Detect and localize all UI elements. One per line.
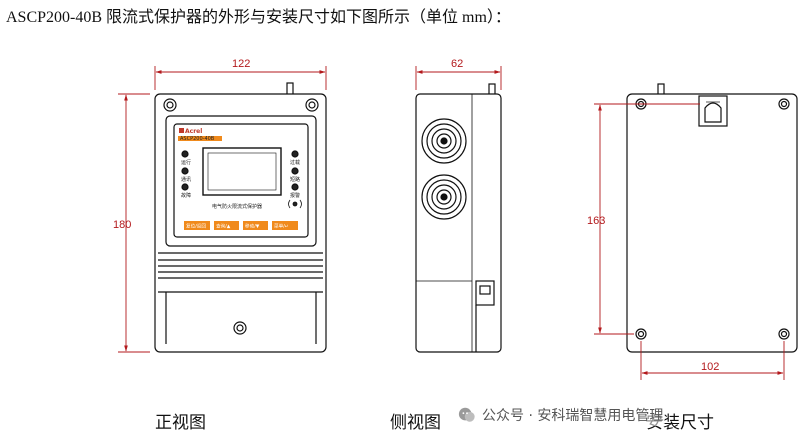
corner-screw-icon [305, 98, 319, 112]
indicator-label: 通讯 [181, 176, 191, 183]
front-view-caption: 正视图 [155, 413, 206, 432]
watermark: 公众号 · 安科瑞智慧用电管理 [456, 404, 666, 426]
led-indicator-icon [291, 150, 299, 158]
led-indicator-icon [291, 183, 299, 191]
key-label: 复位/返回 [186, 223, 206, 230]
buzzer-icon [288, 199, 302, 209]
indicator-label: 故障 [181, 192, 191, 199]
mount-hole-icon [635, 328, 647, 340]
page-heading: ASCP200-40B 限流式保护器的外形与安装尺寸如下图所示（单位 mm）： [6, 9, 511, 26]
key-menu [272, 221, 298, 230]
vent-icon [421, 174, 467, 220]
key-label: 移动/▼ [245, 223, 260, 230]
dimension-height-label: 180 [113, 219, 131, 231]
indicator-label: 短路 [290, 176, 300, 183]
led-indicator-icon [291, 167, 299, 175]
model-tag: ASCP200-40B [180, 136, 215, 142]
lcd-display [202, 147, 282, 196]
key-query [214, 221, 239, 230]
vent-icon [421, 118, 467, 164]
front-dimensions [118, 66, 327, 353]
front-inner-frame [165, 115, 317, 247]
dimension-mount-height-label: 163 [587, 215, 605, 227]
key-reset [184, 221, 210, 230]
mount-screw-icon [778, 98, 790, 110]
indicator-label: 报警 [290, 192, 300, 199]
side-view [415, 83, 502, 353]
indicator-label: 运行 [181, 159, 191, 166]
seal-screw-icon [233, 321, 247, 335]
side-top-connector [488, 83, 496, 96]
key-move [243, 221, 268, 230]
panel-labels: Acrel ASCP200-40B 运行 通讯 故障 过载 短路 报警 电气防火… [178, 128, 300, 230]
dimension-depth-label: 62 [451, 58, 463, 70]
dimension-mount-width-label: 102 [701, 361, 719, 373]
indicator-label: 过载 [290, 159, 300, 166]
hang-hole-icon [698, 95, 728, 127]
corner-screw-icon [163, 98, 177, 112]
led-indicator-icon [181, 167, 189, 175]
side-view-caption: 侧视图 [390, 413, 441, 432]
side-dimensions [415, 66, 502, 90]
mount-body-outline [626, 93, 798, 353]
front-top-connector [286, 82, 294, 96]
mount-top-tab [657, 83, 665, 96]
key-label: 查询/▲ [216, 223, 231, 230]
mount-view [626, 83, 798, 353]
wechat-icon [458, 407, 475, 422]
mount-hole-icon [778, 328, 790, 340]
front-view [154, 82, 327, 353]
product-name: 电气防火限流式保护器 [212, 203, 262, 210]
key-label: 菜单/↵ [274, 223, 289, 230]
side-bottom-clip [475, 280, 495, 306]
mount-dimensions [594, 103, 785, 380]
watermark-text: 公众号 · 安科瑞智慧用电管理 [482, 408, 664, 424]
dimension-width-label: 122 [232, 58, 250, 70]
led-indicator-icon [181, 150, 189, 158]
brand-logo: Acrel [185, 128, 202, 135]
led-indicator-icon [181, 183, 189, 191]
